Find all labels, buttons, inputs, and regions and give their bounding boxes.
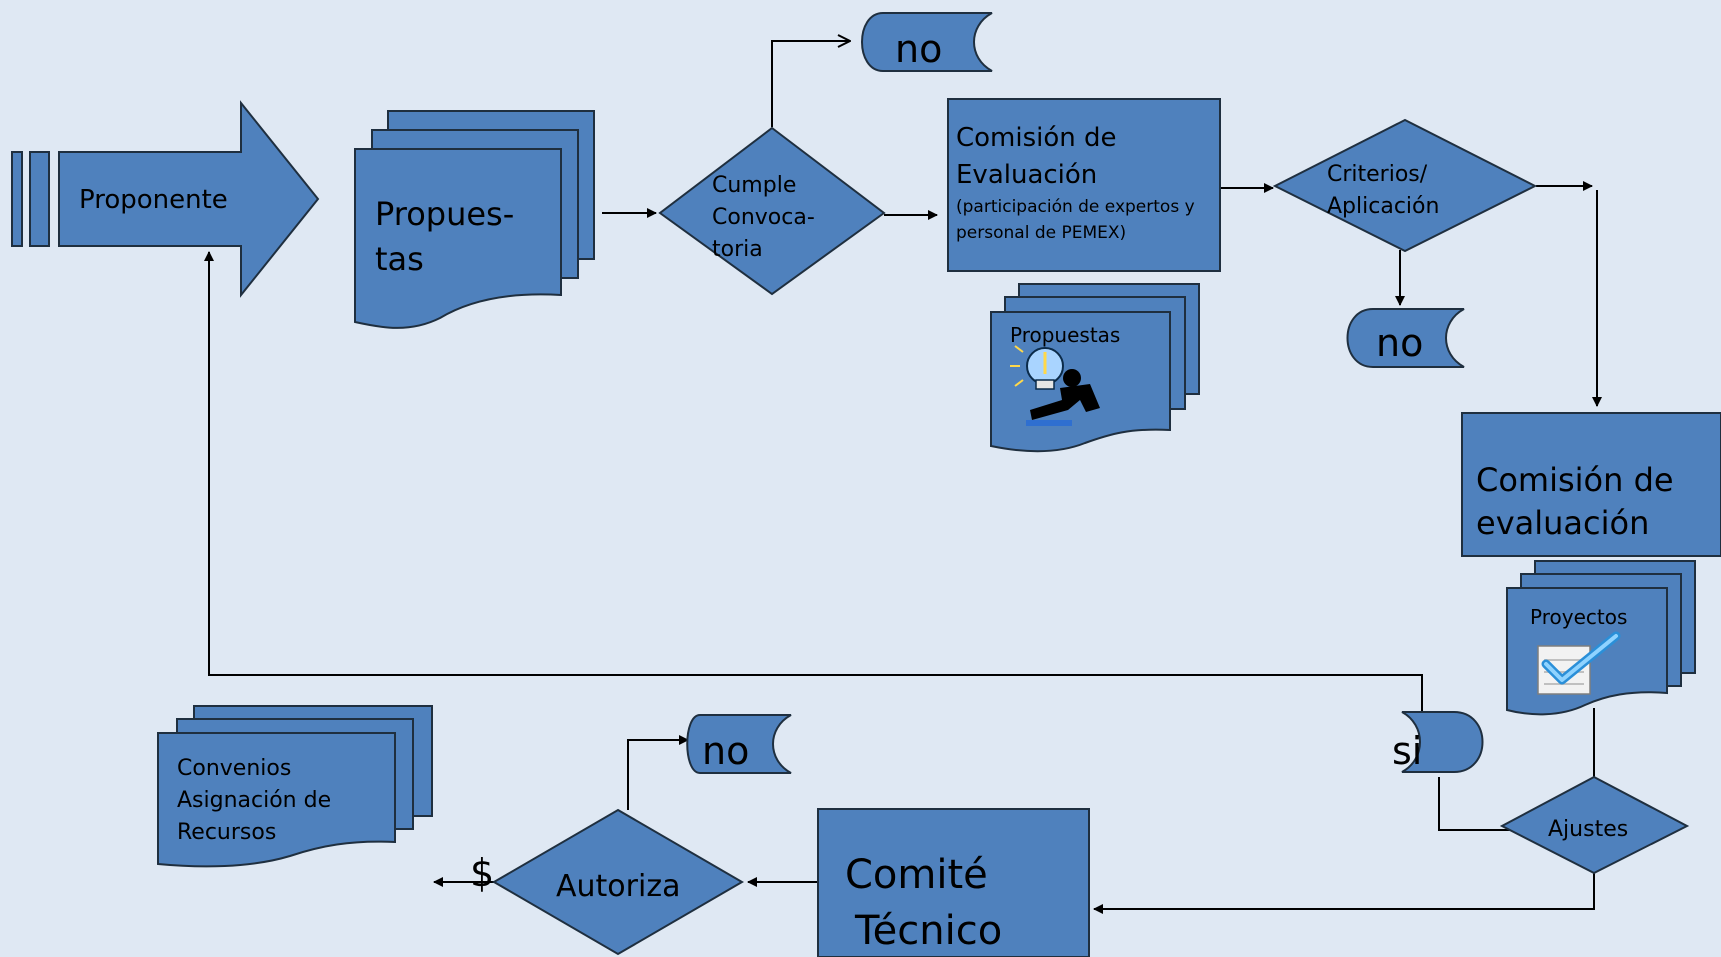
no-mid-label: no bbox=[1376, 321, 1423, 365]
autoriza-diamond bbox=[492, 808, 744, 956]
connectors bbox=[204, 41, 1602, 914]
arrow-si-to-proponente bbox=[204, 251, 1423, 712]
cumple-diamond bbox=[658, 126, 886, 296]
comision1-label-1: Comisión de bbox=[956, 123, 1117, 153]
propuestas-label-2: tas bbox=[375, 240, 424, 278]
proponente-arrow-shape bbox=[58, 100, 320, 298]
arrow-autoriza-to-no bbox=[627, 735, 689, 810]
comite-box bbox=[817, 808, 1090, 957]
convenios-sheet-front bbox=[157, 732, 396, 868]
si-shape bbox=[1401, 711, 1484, 773]
comision1-label-3: (participación de expertos y bbox=[956, 197, 1195, 217]
criterios-node: Criterios/ Aplicación bbox=[1272, 118, 1538, 253]
no-top-node: no bbox=[861, 12, 993, 72]
comision2-label-2: evaluación bbox=[1476, 504, 1649, 542]
no-bottom-label: no bbox=[702, 729, 749, 773]
convenios-node: Convenios Asignación de Recursos bbox=[157, 705, 433, 868]
no-top-shape bbox=[861, 12, 993, 72]
comision2-box bbox=[1461, 412, 1721, 557]
criterios-label-1: Criterios/ bbox=[1327, 162, 1428, 187]
comision-evaluacion-2-node: Comisión de evaluación bbox=[1461, 412, 1721, 557]
cumple-convocatoria-node: Cumple Convoca- toria bbox=[658, 126, 886, 296]
proyectos-node: Proyectos bbox=[1506, 560, 1696, 716]
no-mid-shape bbox=[1346, 308, 1465, 368]
comision1-label-4: personal de PEMEX) bbox=[956, 223, 1126, 243]
no-bottom-shape bbox=[686, 714, 792, 774]
cumple-label-1: Cumple bbox=[712, 173, 796, 198]
arrow-ajustes-to-comite bbox=[1093, 873, 1595, 914]
comision2-label-1: Comisión de bbox=[1476, 461, 1674, 499]
criterios-label-2: Aplicación bbox=[1327, 194, 1439, 219]
cumple-label-3: toria bbox=[712, 237, 763, 262]
proponente-label: Proponente bbox=[79, 185, 228, 215]
checkmark-document-icon bbox=[1537, 631, 1621, 695]
proponente-node: Proponente bbox=[11, 100, 320, 298]
proyectos-label: Proyectos bbox=[1530, 605, 1627, 629]
lightbulb-person-icon bbox=[1010, 345, 1100, 426]
autoriza-label: Autoriza bbox=[556, 869, 680, 904]
comite-tecnico-node: Comité Técnico bbox=[817, 808, 1090, 957]
comite-label-2: Técnico bbox=[854, 908, 1002, 954]
convenios-label-2: Asignación de bbox=[177, 788, 331, 813]
cumple-label-2: Convoca- bbox=[712, 205, 815, 230]
no-bottom-node: no bbox=[686, 714, 792, 774]
dollar-sign: $ bbox=[470, 851, 494, 895]
autoriza-node: Autoriza bbox=[492, 808, 744, 956]
comite-label-1: Comité bbox=[845, 852, 988, 898]
comision-evaluacion-box bbox=[947, 98, 1221, 272]
convenios-label-1: Convenios bbox=[177, 756, 291, 781]
propuestas-node: Propues- tas bbox=[354, 110, 595, 329]
convenios-label-3: Recursos bbox=[177, 820, 276, 845]
criterios-diamond bbox=[1272, 118, 1538, 253]
proponente-stripe-1 bbox=[11, 151, 23, 247]
si-label: si bbox=[1392, 729, 1422, 773]
si-node: si bbox=[1392, 711, 1484, 773]
ajustes-diamond bbox=[1499, 775, 1690, 875]
ajustes-node: Ajustes bbox=[1499, 775, 1690, 875]
proponente-stripe-2 bbox=[29, 151, 50, 247]
propuestas-label-1: Propues- bbox=[375, 195, 514, 233]
propuestas-doc-label: Propuestas bbox=[1010, 323, 1120, 347]
ajustes-label: Ajustes bbox=[1548, 817, 1628, 842]
propuestas-sheet-front bbox=[354, 148, 562, 329]
comision1-label-2: Evaluación bbox=[956, 160, 1097, 190]
propuestas-doc-node: Propuestas bbox=[990, 283, 1200, 453]
comision-evaluacion-node: Comisión de Evaluación (participación de… bbox=[947, 98, 1221, 272]
no-mid-node: no bbox=[1346, 308, 1465, 368]
no-top-label: no bbox=[895, 27, 942, 71]
arrow-cumple-to-no bbox=[771, 41, 850, 127]
line-ajustes-to-si bbox=[1438, 777, 1510, 831]
